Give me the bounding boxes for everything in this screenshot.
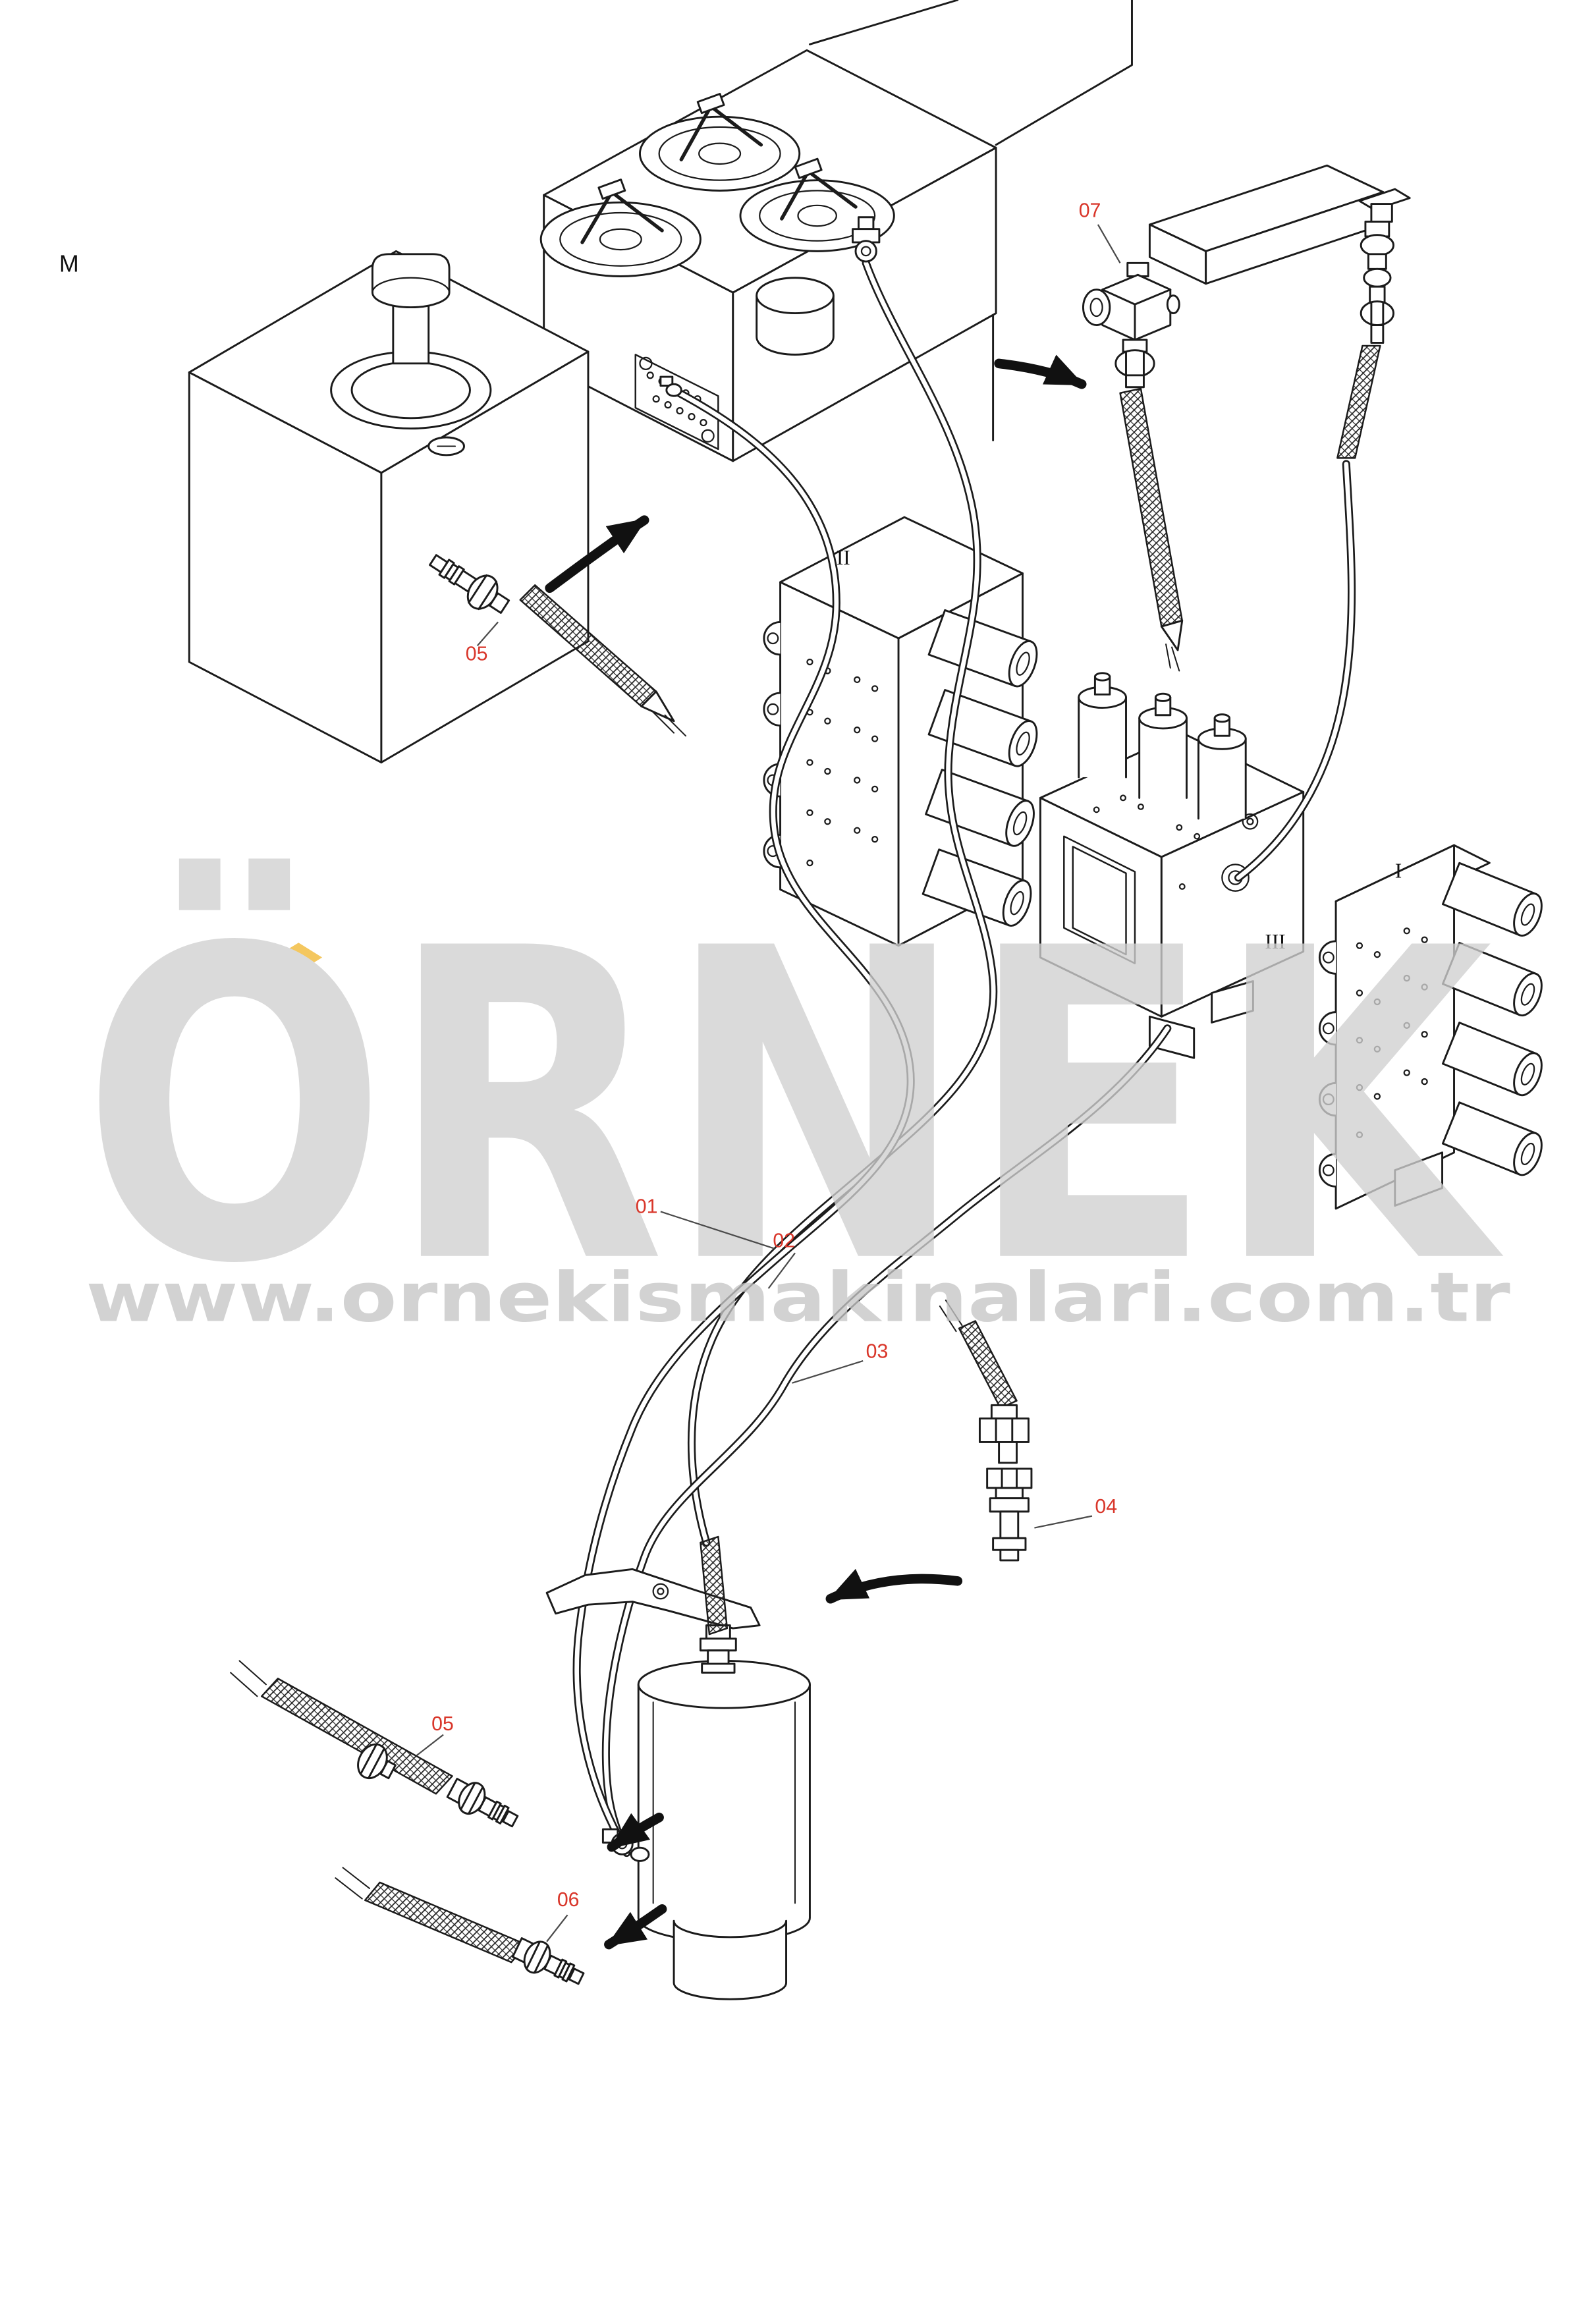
callout-01: 01 <box>636 1196 658 1218</box>
spool-cylinder <box>1441 862 1543 937</box>
flow-arrows <box>545 354 1087 1950</box>
callout-06: 06 <box>557 1889 580 1911</box>
watermark: ÖRNEK www.ornekismakinalari.com.tr <box>82 854 1510 1358</box>
machine-frame-lines <box>808 0 1133 441</box>
filler-cap-2 <box>639 93 801 192</box>
manifold-rail <box>1148 164 1385 285</box>
valve-block-1-ports <box>1356 927 1428 1138</box>
valve-block-1: I <box>1319 844 1543 1210</box>
block-label-3: III <box>1265 930 1285 953</box>
callouts: 07 05 01 02 03 04 05 06 <box>416 200 1121 1942</box>
flow-arrow-icon <box>607 1812 664 1852</box>
block-label-2: II <box>837 546 850 569</box>
watermark-url: www.ornekismakinalari.com.tr <box>86 1258 1510 1337</box>
watermark-accent <box>142 948 246 1011</box>
fitting-04 <box>939 1300 1033 1562</box>
braid-to-reservoir <box>700 1535 729 1635</box>
flow-arrow-icon <box>994 354 1087 389</box>
pad-fitting <box>659 375 682 397</box>
hydraulic-tank <box>188 250 590 763</box>
tank-plug <box>427 436 465 456</box>
breather-cap <box>371 253 451 365</box>
corner-label: M <box>59 251 79 277</box>
callout-03: 03 <box>866 1341 889 1363</box>
callout-07: 07 <box>1079 200 1101 222</box>
spool-cylinder <box>1441 941 1543 1017</box>
watermark-brand: ÖRNEK <box>82 854 1506 1358</box>
valve-block-2: II <box>763 516 1038 947</box>
hose-assembly-06 <box>335 1867 585 1985</box>
callout-02: 02 <box>773 1230 795 1251</box>
spool-cylinder <box>1441 1022 1543 1097</box>
manifold-boss <box>756 277 835 356</box>
filler-cap-1 <box>539 179 702 277</box>
flow-arrow-icon <box>604 1904 667 1950</box>
braid-top-right <box>1336 344 1381 459</box>
watermark-accent <box>231 943 323 999</box>
flow-arrow-icon <box>825 1568 963 1604</box>
pilot-cylinder <box>1197 713 1247 820</box>
hose-03 <box>601 1024 1172 1857</box>
hose-assembly-05-bottom <box>230 1660 519 1828</box>
spool-cylinder <box>1441 1101 1543 1176</box>
hose-02 <box>687 259 998 1547</box>
reservoir-cylinder <box>637 1659 811 2000</box>
callout-05-bottom: 05 <box>431 1713 454 1735</box>
callout-05-top: 05 <box>466 644 488 665</box>
reservoir-top-fitting <box>699 1624 737 1674</box>
block-label-1: I <box>1395 860 1402 883</box>
fitting-chain-top-right <box>1358 188 1411 344</box>
pilot-cylinder <box>1138 692 1188 799</box>
fitting-05-top <box>429 554 687 737</box>
banjo-fitting <box>852 216 881 263</box>
filler-cap-manifold <box>539 49 997 462</box>
hose-return-right <box>1234 460 1356 882</box>
lever-plate <box>545 1568 761 1630</box>
flow-arrow-icon <box>545 515 649 593</box>
spool-cylinder <box>927 609 1038 688</box>
manifold-port-pad <box>634 354 719 451</box>
callout-04: 04 <box>1095 1496 1117 1518</box>
relief-valve-07 <box>1082 261 1184 672</box>
pilot-cylinder <box>1078 672 1127 779</box>
